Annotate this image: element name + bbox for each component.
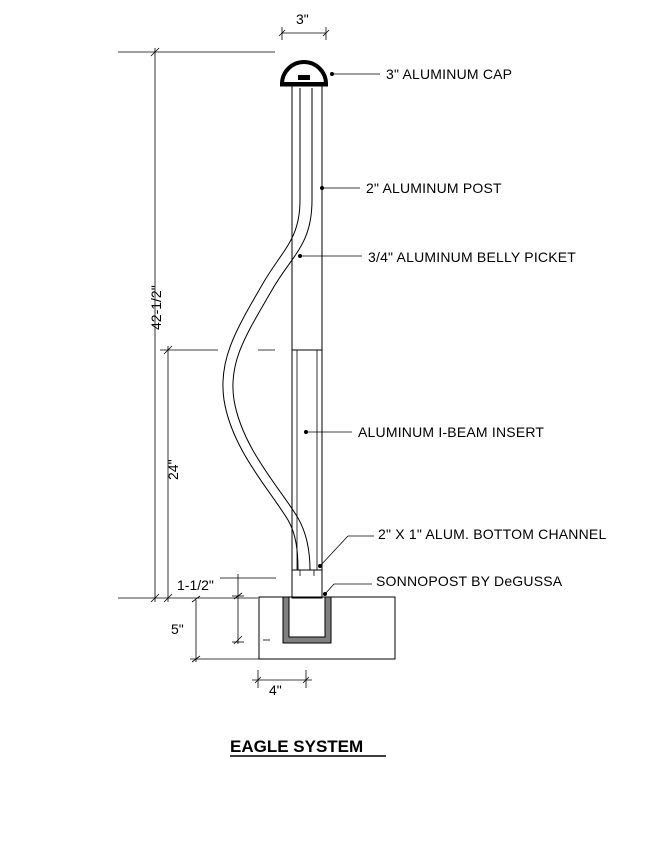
dimension-base-width: 4" [252,670,312,698]
overall-height-label: 42-1/2" [148,285,164,330]
channel-height-label: 1-1/2" [177,577,214,593]
callout-insert: ALUMINUM I-BEAM INSERT [358,424,544,440]
aluminum-post [291,86,323,598]
callout-sonnopost: SONNOPOST BY DeGUSSA [376,573,563,589]
callout-post: 2" ALUMINUM POST [366,180,502,196]
dimension-insert-height: 24" [160,345,275,603]
concrete-base [258,596,396,660]
dimension-overall-height: 42-1/2" [118,47,275,603]
cap-width-label: 3" [296,11,309,27]
base-width-label: 4" [269,682,282,698]
bottom-channel [291,569,323,599]
callout-leaders [298,72,380,596]
drawing-title: EAGLE SYSTEM [230,737,363,756]
aluminum-cap [279,60,329,87]
callout-cap: 3" ALUMINUM CAP [386,66,512,82]
dimension-cap-width: 3" [278,11,330,40]
insert-height-label: 24" [165,459,181,480]
belly-picket [222,88,313,571]
callout-channel: 2" X 1" ALUM. BOTTOM CHANNEL [378,526,606,542]
callout-picket: 3/4" ALUMINUM BELLY PICKET [368,249,576,265]
embed-depth-label: 5" [171,621,184,637]
ibeam-insert [296,350,318,570]
dimension-embed-depth: 5" [171,595,259,663]
dimension-channel-height: 1-1/2" [177,574,276,645]
